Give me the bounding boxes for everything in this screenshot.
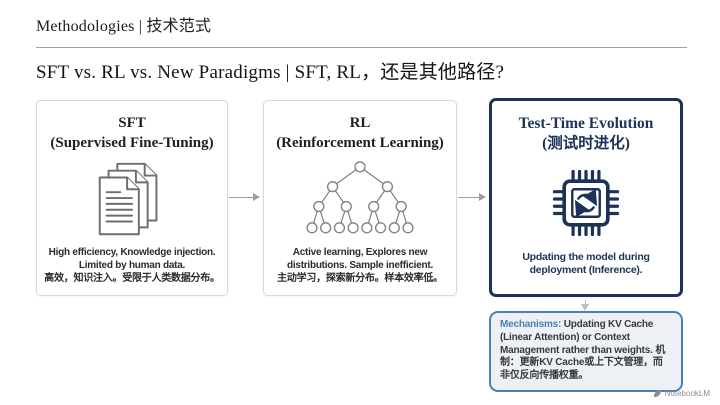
sft-subtitle-text: (Supervised Fine-Tuning) [50, 134, 214, 151]
sft-desc-line1: High efficiency, Knowledge injection. [48, 247, 216, 258]
tte-subtitle-text: (测试时进化) [542, 135, 630, 153]
sft-desc-zh: 高效，知识注入。受限于人类数据分布。 [44, 273, 220, 284]
mechanisms-label: Mechanisms: [500, 319, 562, 330]
rl-desc-line1: Active learning, Explores new [292, 247, 428, 258]
sft-box-title: SFT (Supervised Fine-Tuning) [50, 114, 213, 153]
sft-description: High efficiency, Knowledge injection. Li… [44, 246, 220, 285]
documents-stack-icon [88, 153, 176, 246]
mechanisms-callout: Mechanisms: Updating KV Cache (Linear At… [489, 311, 683, 392]
mechanisms-text-en: Updating KV Cache (Linear Attention) or … [500, 319, 654, 356]
rl-subtitle-text: (Reinforcement Learning) [276, 134, 444, 151]
watermark: NotebookLM [653, 389, 710, 398]
rl-desc-line2: distributions. Sample inefficient. [287, 260, 433, 271]
sft-box: SFT (Supervised Fine-Tuning) [36, 100, 228, 296]
test-time-evolution-box: Test-Time Evolution (测试时进化) [489, 98, 683, 297]
sft-title-text: SFT [118, 115, 146, 131]
notebooklm-logo-icon [653, 389, 661, 398]
tte-desc-line1: Updating the model during [522, 250, 650, 263]
slide-title: SFT vs. RL vs. New Paradigms | SFT, RL，还… [36, 62, 505, 83]
rl-box: RL (Reinforcement Learning) [263, 100, 457, 296]
sft-desc-line2: Limited by human data. [78, 260, 186, 271]
rl-desc-zh: 主动学习，探索新分布。样本效率低。 [277, 273, 443, 284]
arrow-rl-to-tte [458, 193, 486, 202]
tte-title-text: Test-Time Evolution [518, 115, 654, 132]
rl-title-text: RL [349, 115, 371, 131]
tte-description: Updating the model during deployment (In… [522, 250, 650, 278]
header-divider [36, 47, 687, 48]
search-tree-icon [284, 153, 436, 246]
arrow-tte-to-mechanisms [581, 300, 590, 311]
tte-desc-line2: deployment (Inference). [529, 264, 643, 277]
rl-description: Active learning, Explores new distributi… [277, 246, 443, 285]
slide-header: Methodologies | 技术范式 [36, 18, 212, 35]
watermark-label: NotebookLM [664, 389, 710, 398]
arrow-sft-to-rl [229, 193, 260, 202]
chip-refresh-icon [544, 154, 628, 250]
mechanisms-text-zh: 机制：更新KV Cache或上下文管理，而非仅反向传播权重。 [500, 344, 666, 382]
rl-box-title: RL (Reinforcement Learning) [276, 114, 444, 153]
tte-box-title: Test-Time Evolution (测试时进化) [519, 114, 654, 154]
